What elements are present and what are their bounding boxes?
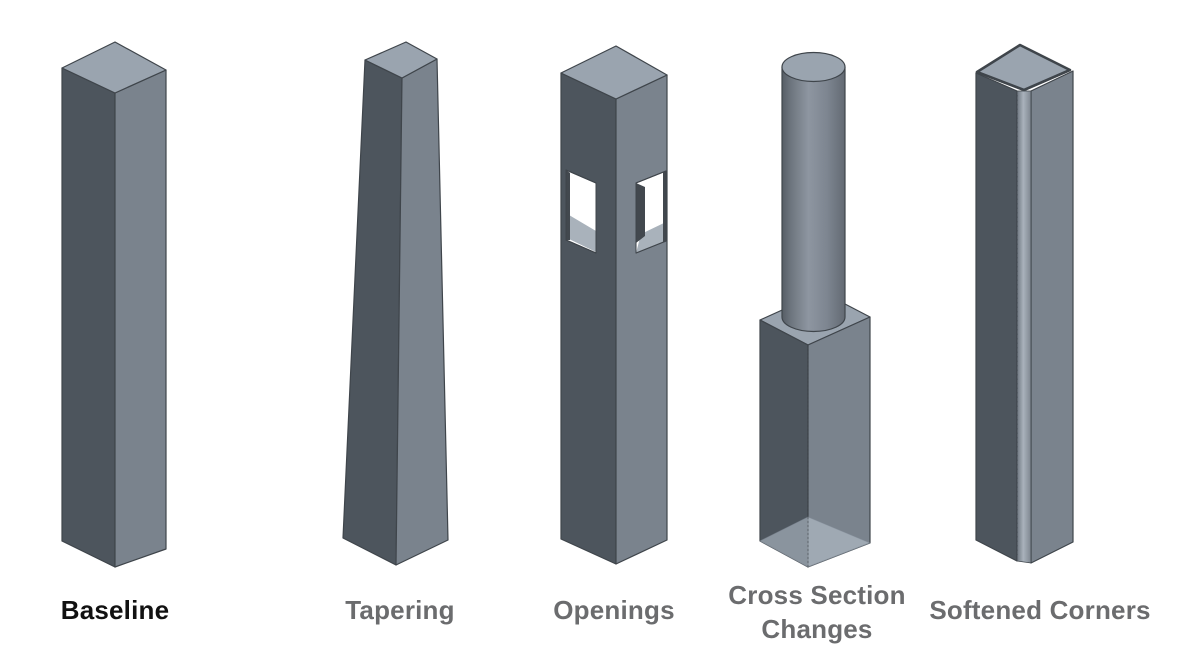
cylinder-top-face [781,51,846,83]
right-opening-inner-wall [636,183,645,243]
left-opening-inner-wall [566,170,570,240]
openings-top-face [560,45,668,100]
cross-section-changes-model [759,51,871,568]
label-softened-corners: Softened Corners [929,595,1151,625]
tapering-right-face [395,58,449,566]
left-opening-rim [565,169,597,254]
label-baseline: Baseline [60,595,170,625]
box-interior-bottom [759,516,871,568]
softened-fillet-strip [1016,90,1032,564]
tapering-left-face [342,59,403,566]
baseline-left-face [61,67,116,568]
baseline-model [61,41,167,568]
right-opening-rim [635,170,667,254]
right-opening-far-wall [663,171,666,242]
label-tapering: Tapering [345,595,455,625]
openings-model [560,45,668,565]
left-opening-sill [569,215,596,252]
label-cross-section-changes: Cross Section Changes [728,580,906,644]
softened-corners-model [975,43,1074,564]
cylinder-body [781,66,846,333]
right-opening [635,170,667,254]
left-opening [565,169,597,254]
baseline-top-face [61,41,167,94]
openings-left-face [560,72,617,565]
baseline-right-face [114,69,167,568]
tapering-top-face [364,41,438,79]
right-opening-sill [636,222,666,253]
tapering-model [342,41,449,566]
softened-left-face [975,72,1018,562]
openings-right-face [615,74,668,565]
softened-right-face [1030,70,1074,564]
softened-top-face [975,43,1072,92]
label-openings: Openings [553,595,675,625]
